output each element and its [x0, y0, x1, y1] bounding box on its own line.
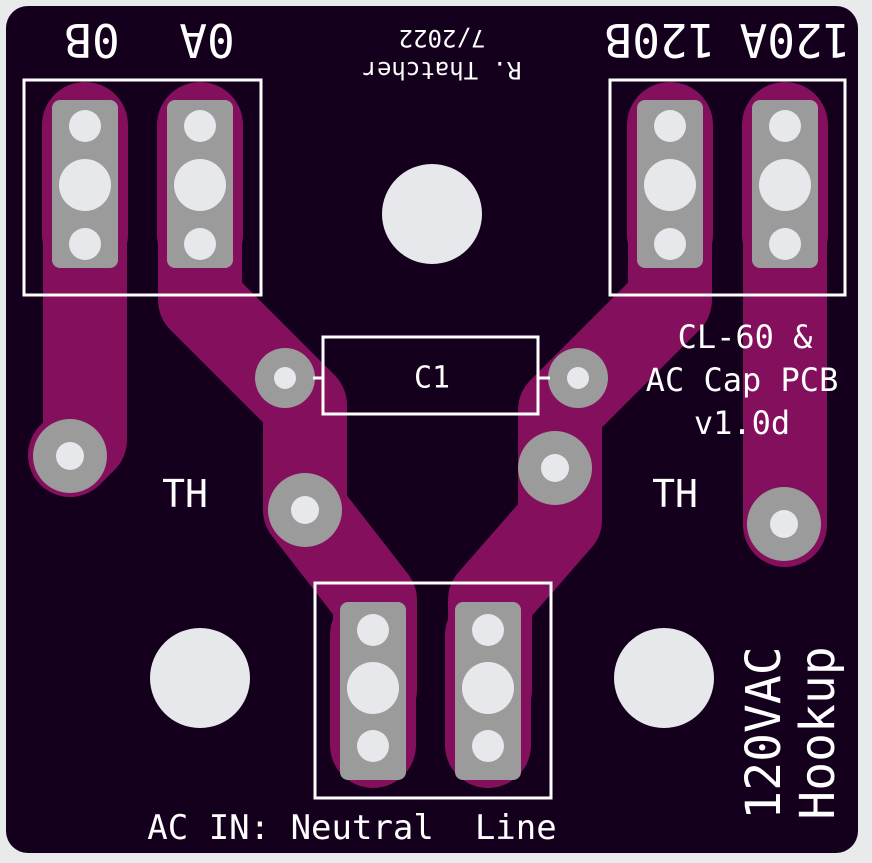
- date-label: 7/2022: [399, 24, 486, 52]
- drill: [274, 367, 296, 389]
- connector-outline-left: [22, 78, 263, 297]
- connector-outline-right: [608, 78, 847, 297]
- author-label: R. Thatcher: [363, 56, 522, 84]
- drill: [347, 662, 399, 714]
- drill: [644, 159, 696, 211]
- drill: [184, 228, 216, 260]
- th-label-left: TH: [162, 472, 208, 516]
- drill: [770, 510, 798, 538]
- mounting-hole-top: [382, 164, 482, 264]
- drill: [472, 614, 504, 646]
- drill-holes: [56, 110, 811, 762]
- drill: [769, 228, 801, 260]
- silkscreen-outlines: [22, 78, 847, 800]
- drill: [174, 159, 226, 211]
- drill: [69, 228, 101, 260]
- th-label-right: TH: [652, 472, 698, 516]
- drill: [184, 110, 216, 142]
- ac-in-label: AC IN: Neutral Line: [147, 808, 556, 848]
- drill: [462, 662, 514, 714]
- mounting-hole-bottom-right: [614, 628, 714, 728]
- title-line-3: v1.0d: [694, 404, 790, 442]
- drill: [472, 730, 504, 762]
- title-line-2: AC Cap PCB: [646, 361, 839, 399]
- c1-outline: [321, 335, 540, 416]
- terminal-label-0a: 0A: [179, 13, 234, 67]
- hookup-line-1: 120VAC: [736, 646, 792, 819]
- drill: [357, 614, 389, 646]
- drill: [769, 110, 801, 142]
- drill: [56, 442, 84, 470]
- c1-label: C1: [414, 361, 450, 396]
- silkscreen-text: 0B 0A 7/2022 R. Thatcher 120B 120A C1 TH…: [64, 13, 850, 848]
- terminal-label-120a: 120A: [740, 13, 851, 67]
- drill: [291, 496, 319, 524]
- hookup-line-2: Hookup: [790, 646, 846, 819]
- drill: [654, 228, 686, 260]
- terminal-label-0b: 0B: [64, 13, 119, 67]
- connector-outline-bottom: [313, 581, 553, 800]
- title-line-1: CL-60 &: [678, 318, 814, 356]
- mounting-hole-bottom-left: [150, 628, 250, 728]
- drill: [541, 454, 569, 482]
- drill: [357, 730, 389, 762]
- drill: [69, 110, 101, 142]
- drill: [654, 110, 686, 142]
- drill: [59, 159, 111, 211]
- terminal-label-120b: 120B: [605, 13, 716, 67]
- drill: [759, 159, 811, 211]
- drill: [567, 367, 589, 389]
